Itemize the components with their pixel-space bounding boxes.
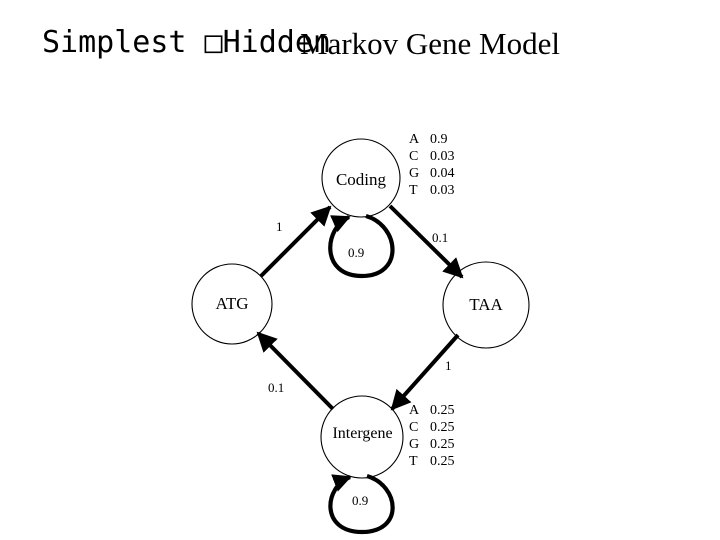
edge-intergene-to-atg xyxy=(256,331,335,411)
node-circle-intergene xyxy=(320,395,404,479)
node-circle-atg xyxy=(191,263,273,345)
node-circle-taa xyxy=(442,261,530,349)
edge-atg-to-coding xyxy=(259,205,332,278)
node-circle-coding xyxy=(321,138,401,218)
edge-coding-to-taa xyxy=(388,204,464,279)
edge-taa-to-intergene xyxy=(390,333,460,411)
self-loop-intergene xyxy=(328,473,395,535)
self-loop-coding xyxy=(328,213,395,279)
